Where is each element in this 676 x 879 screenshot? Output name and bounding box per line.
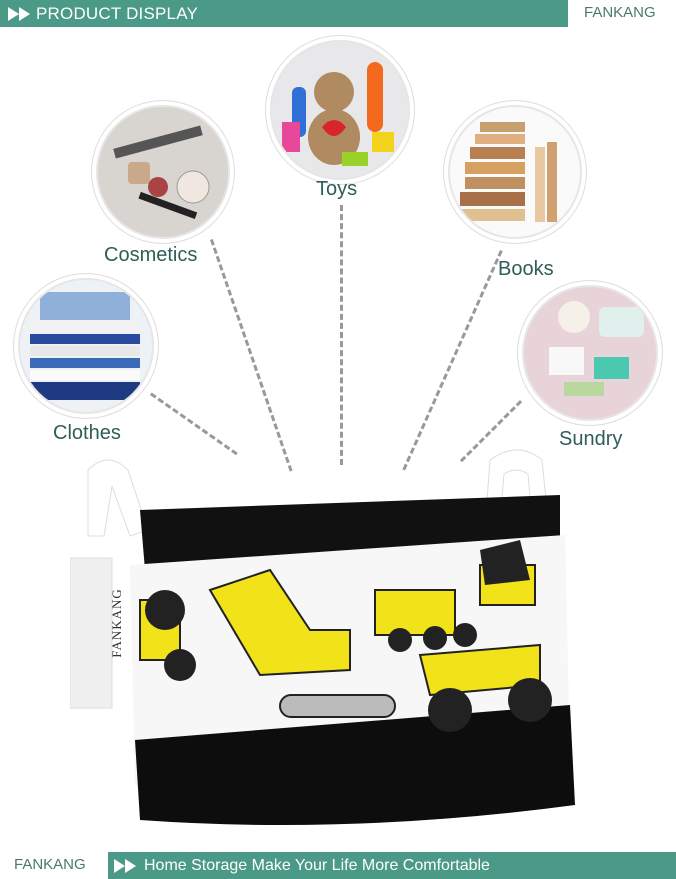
header-title: PRODUCT DISPLAY — [36, 3, 199, 23]
footer-brand: FANKANG — [14, 856, 86, 873]
brand-tag-text: FANKANG — [108, 588, 124, 658]
connector-line — [402, 250, 503, 471]
category-label-sundry: Sundry — [559, 428, 623, 450]
header-bar: PRODUCT DISPLAY — [0, 0, 568, 27]
footer-tagline: Home Storage Make Your Life More Comfort… — [144, 856, 490, 874]
connector-line — [210, 239, 293, 472]
header-brand: FANKANG — [584, 4, 656, 21]
category-label-books: Books — [498, 258, 554, 280]
clothes-image — [18, 278, 154, 414]
double-arrow-icon — [114, 858, 136, 873]
category-label-cosmetics: Cosmetics — [104, 244, 198, 266]
cosmetics-image — [96, 105, 230, 239]
double-arrow-icon — [8, 6, 30, 21]
toys-image — [270, 40, 410, 180]
sundry-image — [522, 285, 658, 421]
category-label-clothes: Clothes — [53, 422, 121, 444]
connector-line — [340, 205, 343, 465]
books-image — [448, 105, 582, 239]
product-basket-image: FANKANG — [70, 440, 580, 840]
footer-bar: Home Storage Make Your Life More Comfort… — [108, 852, 676, 879]
category-label-toys: Toys — [316, 178, 358, 200]
